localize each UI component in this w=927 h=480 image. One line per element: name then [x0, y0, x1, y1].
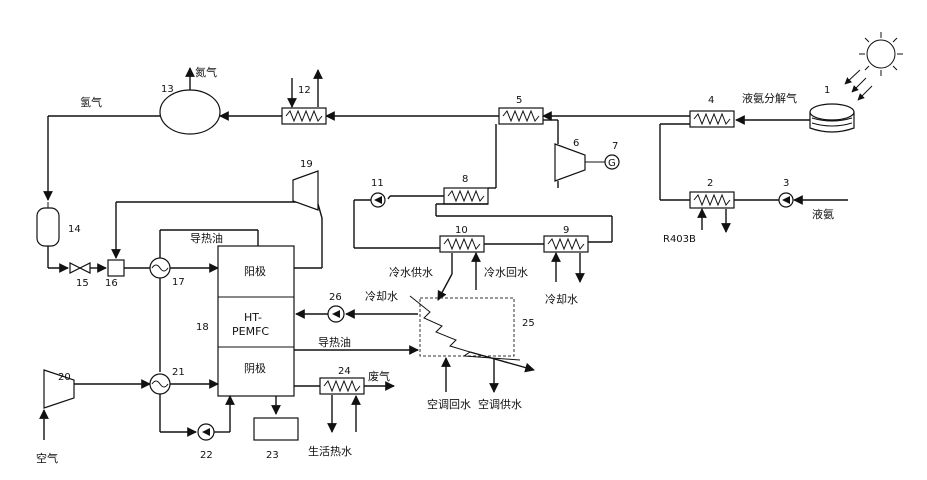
pump-11 — [371, 193, 385, 207]
compressor-19 — [293, 171, 318, 210]
label-5: 5 — [516, 95, 522, 106]
generator-7: G — [605, 155, 619, 169]
label-chilled-water-return: 冷水回水 — [484, 266, 528, 279]
label-pemfc: PEMFC — [232, 325, 269, 338]
label-15: 15 — [76, 278, 89, 289]
label-16: 16 — [105, 278, 118, 289]
label-ht: HT- — [244, 311, 262, 324]
label-23: 23 — [266, 450, 279, 461]
label-24: 24 — [338, 366, 351, 377]
mixer-16 — [108, 260, 124, 276]
label-25: 25 — [522, 318, 535, 329]
regenerator-21 — [150, 374, 170, 394]
pump-3 — [779, 193, 793, 207]
hydrogen-tank-14 — [37, 202, 59, 246]
separator-13 — [160, 90, 220, 134]
label-cooling-water: 冷却水 — [545, 293, 578, 306]
label-12: 12 — [298, 85, 311, 96]
heat-exchanger-10 — [440, 236, 484, 252]
water-tank-23 — [254, 418, 298, 440]
regenerator-17 — [150, 258, 170, 278]
label-ac-return-water: 空调回水 — [427, 397, 471, 411]
label-10: 10 — [455, 225, 468, 236]
label-chilled-water-supply: 冷水供水 — [389, 265, 433, 279]
heat-exchanger-5 — [499, 108, 543, 124]
heat-exchanger-9 — [544, 236, 588, 252]
label-ammonia-decomposition-gas: 液氨分解气 — [742, 91, 797, 105]
label-18: 18 — [196, 322, 209, 333]
label-19: 19 — [300, 159, 313, 170]
label-hydrogen: 氢气 — [80, 95, 102, 109]
label-21: 21 — [172, 367, 185, 378]
label-ac-supply-water: 空调供水 — [478, 397, 522, 411]
generator-symbol: G — [608, 158, 616, 169]
label-1: 1 — [824, 85, 830, 96]
label-8: 8 — [462, 174, 468, 185]
label-26: 26 — [329, 292, 342, 303]
heat-exchanger-8 — [444, 188, 488, 204]
label-14: 14 — [68, 224, 81, 235]
label-13: 13 — [161, 84, 174, 95]
label-2: 2 — [707, 178, 713, 189]
label-17: 17 — [172, 277, 185, 288]
solar-reactor-1 — [810, 104, 854, 132]
label-anode: 阳极 — [244, 264, 266, 278]
pump-26 — [328, 306, 344, 322]
label-domestic-hot-water: 生活热水 — [308, 444, 352, 458]
turbine-6 — [555, 144, 585, 181]
valve-15 — [70, 263, 90, 273]
label-6: 6 — [573, 138, 579, 149]
label-air: 空气 — [36, 451, 58, 465]
pump-22 — [198, 424, 214, 440]
label-r403b: R403B — [663, 234, 696, 245]
label-exhaust: 废气 — [368, 369, 390, 383]
heat-exchanger-4 — [690, 111, 734, 127]
heat-exchanger-2 — [690, 192, 734, 208]
heat-exchanger-24 — [320, 378, 364, 394]
label-liquid-ammonia: 液氨 — [812, 207, 834, 221]
absorption-unit-25 — [410, 296, 520, 360]
label-cathode: 阴极 — [244, 361, 266, 375]
label-20: 20 — [58, 372, 71, 383]
label-7: 7 — [612, 141, 618, 152]
label-nitrogen: 氮气 — [195, 65, 217, 79]
label-4: 4 — [708, 95, 714, 106]
label-22: 22 — [200, 450, 213, 461]
solar-rays-icon — [845, 70, 872, 100]
label-heat-transfer-oil-top: 导热油 — [190, 231, 223, 245]
label-11: 11 — [371, 178, 384, 189]
label-heat-transfer-oil-bottom: 导热油 — [318, 335, 351, 349]
label-coolant: 冷却水 — [365, 290, 398, 303]
heat-exchanger-12 — [282, 108, 326, 124]
label-9: 9 — [563, 225, 569, 236]
sun-icon — [859, 32, 903, 76]
label-3: 3 — [783, 178, 789, 189]
